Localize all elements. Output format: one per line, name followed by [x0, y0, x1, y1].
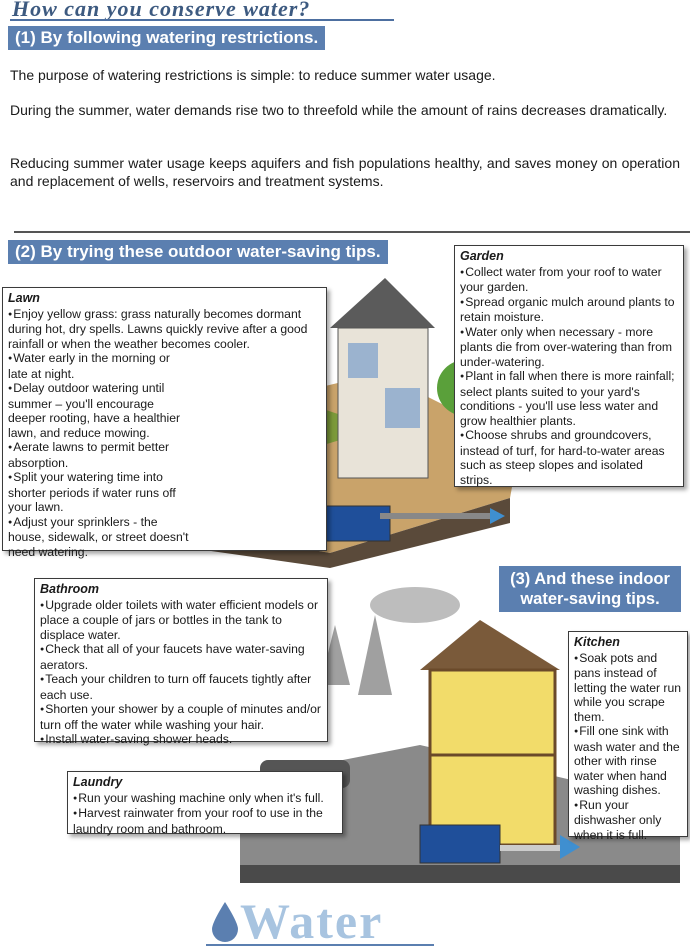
lawn-list: Enjoy yellow grass: grass naturally beco… [8, 307, 321, 560]
garden-tip-3: Water only when necessary - more plants … [460, 325, 678, 370]
bathroom-tip-5: Install water-saving shower heads. [40, 732, 322, 748]
laundry-tip-2: Harvest rainwater from your roof to use … [73, 806, 337, 836]
intro-paragraph-3: Reducing summer water usage keeps aquife… [10, 155, 680, 189]
lawn-panel-cutout [196, 365, 330, 555]
bathroom-title: Bathroom [40, 582, 100, 596]
bathroom-tip-4: Shorten your shower by a couple of minut… [40, 702, 322, 732]
laundry-title: Laundry [73, 775, 123, 789]
garden-tip-2: Spread organic mulch around plants to re… [460, 295, 678, 325]
section1-heading: (1) By following watering restrictions. [8, 26, 326, 50]
garden-tip-4: Plant in fall when there is more rainfal… [460, 369, 678, 428]
title-underline [10, 19, 394, 21]
bathroom-panel: Bathroom Upgrade older toilets with wate… [34, 578, 328, 746]
intro-paragraph-1: The purpose of watering restrictions is … [10, 67, 496, 83]
lawn-tip-2: Water early in the morning or late at ni… [8, 351, 188, 381]
water-drop-icon [212, 902, 238, 942]
bathroom-tip-2: Check that all of your faucets have wate… [40, 642, 322, 672]
kitchen-title: Kitchen [574, 635, 620, 649]
garden-panel: Garden Collect water from your roof to w… [454, 245, 684, 487]
page-title: How can you conserve water? [12, 0, 311, 21]
lawn-tip-1: Enjoy yellow grass: grass naturally beco… [8, 307, 321, 352]
lawn-tip-6: Adjust your sprinklers - the house, side… [8, 515, 194, 560]
section-divider [14, 231, 690, 233]
logo-underline [206, 944, 434, 946]
bathroom-tip-3: Teach your children to turn off faucets … [40, 672, 322, 702]
section3-heading: (3) And these indoor water-saving tips. [499, 566, 681, 612]
bathroom-tip-1: Upgrade older toilets with water efficie… [40, 598, 322, 643]
laundry-panel: Laundry Run your washing machine only wh… [67, 771, 343, 837]
intro-paragraph-2: During the summer, water demands rise tw… [10, 102, 668, 118]
water-logo-text: Water [240, 893, 384, 949]
lawn-tip-3: Delay outdoor watering until summer – yo… [8, 381, 194, 440]
lawn-tip-5: Split your watering time into shorter pe… [8, 470, 194, 515]
lawn-title: Lawn [8, 291, 40, 305]
kitchen-list: Soak pots and pans instead of letting th… [574, 651, 682, 843]
bathroom-list: Upgrade older toilets with water efficie… [40, 598, 322, 748]
garden-tip-5: Choose shrubs and groundcovers, instead … [460, 428, 678, 487]
garden-title: Garden [460, 249, 504, 263]
kitchen-tip-1: Soak pots and pans instead of letting th… [574, 651, 682, 725]
kitchen-tip-2: Fill one sink with wash water and the ot… [574, 724, 682, 798]
garden-list: Collect water from your roof to water yo… [460, 265, 678, 488]
lawn-tip-4: Aerate lawns to permit better absorption… [8, 440, 194, 470]
kitchen-panel: Kitchen Soak pots and pans instead of le… [568, 631, 688, 842]
section2-heading: (2) By trying these outdoor water-saving… [8, 240, 388, 264]
laundry-list: Run your washing machine only when it's … [73, 791, 337, 837]
lawn-panel: Lawn Enjoy yellow grass: grass naturally… [2, 287, 327, 559]
kitchen-tip-3: Run your dishwasher only when it is full… [574, 798, 682, 843]
laundry-tip-1: Run your washing machine only when it's … [73, 791, 337, 807]
garden-tip-1: Collect water from your roof to water yo… [460, 265, 678, 295]
